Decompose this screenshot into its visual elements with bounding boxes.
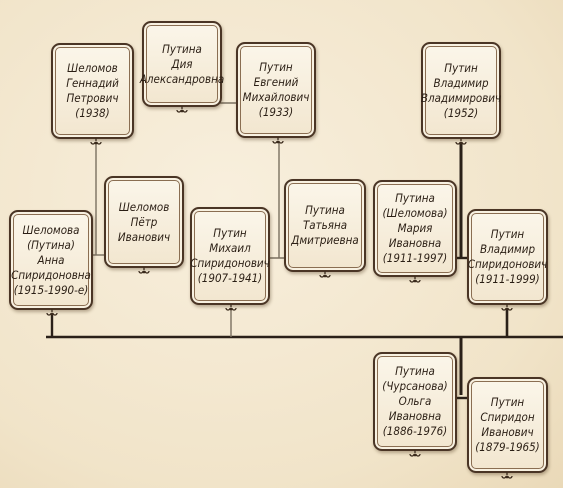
person-name: Путина (Чурсанова) Ольга Ивановна (1886-… xyxy=(382,364,448,438)
ornament-icon xyxy=(409,276,421,283)
person-name: Путин Владимир Владимирович (1952) xyxy=(420,60,502,120)
person-card-putin-vladimir-1952: Путин Владимир Владимирович (1952) xyxy=(421,42,501,139)
person-name: Шеломов Пётр Иванович xyxy=(117,199,171,244)
ornament-icon xyxy=(46,309,58,316)
person-card-putin-evgeny: Путин Евгений Михайлович (1933) xyxy=(236,42,316,138)
person-name: Путина Дия Александровна xyxy=(139,41,225,86)
person-name: Путин Спиридон Иванович (1879-1965) xyxy=(475,395,540,454)
person-card-putina-maria: Путина (Шеломова) Мария Ивановна (1911-1… xyxy=(373,180,457,277)
person-name: Шеломов Геннадий Петрович (1938) xyxy=(66,61,119,120)
person-name: Шеломова (Путина) Анна Спиридоновна (191… xyxy=(11,222,91,297)
person-name: Путин Владимир Спиридонович (1911-1999) xyxy=(467,227,548,286)
person-card-shelomova-anna: Шеломова (Путина) Анна Спиридоновна (191… xyxy=(9,210,93,310)
ornament-icon xyxy=(319,271,331,278)
ornament-icon xyxy=(225,304,237,311)
ornament-icon xyxy=(455,138,467,145)
person-name: Путин Михаил Спиридонович (1907-1941) xyxy=(190,226,270,285)
person-name: Путин Евгений Михайлович (1933) xyxy=(242,60,310,119)
ornament-icon xyxy=(138,267,150,274)
ornament-icon xyxy=(176,106,188,113)
person-name: Путина (Шеломова) Мария Ивановна (1911-1… xyxy=(382,191,448,265)
person-card-shelomov-petr: Шеломов Пётр Иванович xyxy=(104,176,184,268)
ornament-icon xyxy=(272,137,284,144)
person-card-putina-diya: Путина Дия Александровна xyxy=(139,21,225,107)
person-card-putin-mikhail: Путин Михаил Спиридонович (1907-1941) xyxy=(190,207,270,305)
ornament-icon xyxy=(90,138,102,145)
ornament-icon xyxy=(501,472,513,479)
person-card-putina-tatyana: Путина Татьяна Дмитриевна xyxy=(284,179,366,272)
ornament-icon xyxy=(409,450,421,457)
person-card-putin-spiridon: Путин Спиридон Иванович (1879-1965) xyxy=(467,377,548,473)
person-card-putina-olga: Путина (Чурсанова) Ольга Ивановна (1886-… xyxy=(373,352,457,451)
ornament-icon xyxy=(501,304,513,311)
person-card-putin-vladimir-1911: Путин Владимир Спиридонович (1911-1999) xyxy=(467,209,548,305)
person-card-shelomov-gennady: Шеломов Геннадий Петрович (1938) xyxy=(51,43,134,139)
person-name: Путина Татьяна Дмитриевна xyxy=(291,203,359,247)
